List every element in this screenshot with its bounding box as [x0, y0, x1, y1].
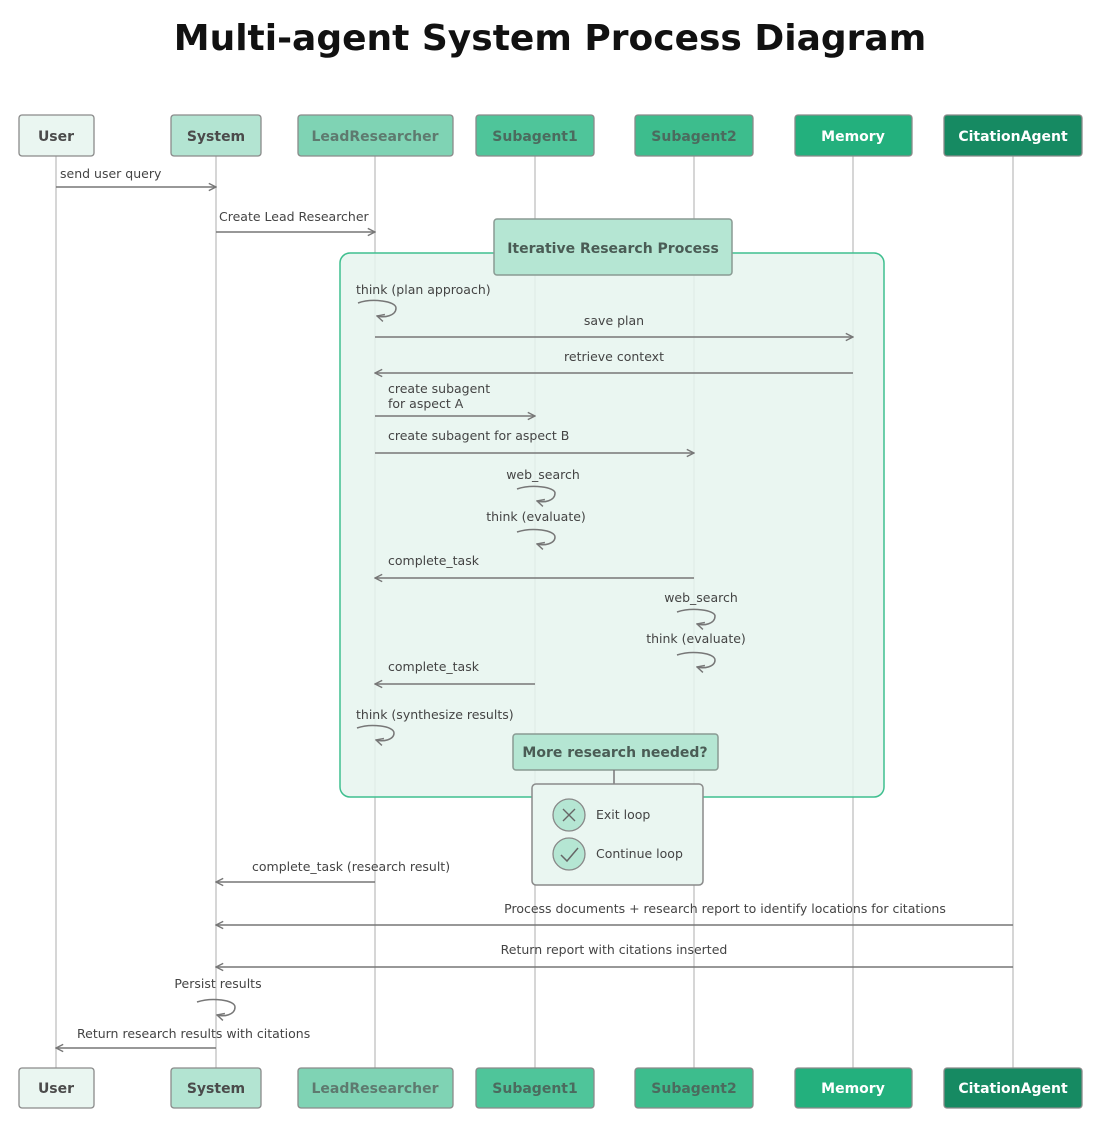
actor-system-top: System [170, 114, 262, 157]
actor-subagent2-top: Subagent2 [634, 114, 754, 157]
actor-label: LeadResearcher [311, 1081, 438, 1097]
message-label: Process documents + research report to i… [504, 901, 946, 916]
actor-label: Memory [821, 1081, 885, 1097]
actor-label: Subagent1 [492, 129, 577, 145]
message-label: think (synthesize results) [356, 707, 514, 722]
message-label: complete_task (research result) [252, 859, 450, 874]
message-label: retrieve context [564, 349, 664, 364]
actor-label: Subagent2 [651, 129, 736, 145]
loop-title-box [493, 218, 733, 276]
message-label: create subagent for aspect B [388, 428, 569, 443]
actor-label: Subagent2 [651, 1081, 736, 1097]
self-message-arrow [516, 528, 556, 545]
exit-loop-label: Exit loop [596, 807, 650, 822]
message-label: Create Lead Researcher [219, 209, 370, 224]
actor-subagent2-bottom: Subagent2 [634, 1067, 754, 1109]
loop-options-panel [531, 783, 704, 886]
actor-label: CitationAgent [958, 1081, 1068, 1097]
message-label: think (plan approach) [356, 282, 491, 297]
actor-lead-researcher-top: LeadResearcher [297, 114, 454, 157]
check-icon [552, 837, 586, 871]
loop-title: Iterative Research Process [507, 241, 719, 257]
self-message-arrow [676, 651, 716, 668]
message-label: Return report with citations inserted [501, 942, 728, 957]
message-label: web_search [506, 467, 580, 482]
decision-label: More research needed? [522, 745, 707, 761]
actor-row-bottom: User System LeadResearcher Subagent1 Sub… [18, 1067, 1083, 1109]
message-label: create subagent [388, 381, 490, 396]
message-label: Persist results [174, 976, 261, 991]
actor-label: User [38, 129, 74, 145]
decision-box [512, 733, 719, 771]
diagram-title: Multi-agent System Process Diagram [174, 18, 926, 59]
message-label: send user query [60, 166, 162, 181]
actor-citation-agent-bottom: CitationAgent [943, 1067, 1083, 1109]
actor-row-top: User System LeadResearcher Subagent1 Sub… [18, 114, 1083, 157]
actor-user-top: User [18, 114, 95, 157]
actor-subagent1-top: Subagent1 [475, 114, 595, 157]
actor-memory-top: Memory [794, 114, 913, 157]
continue-loop-option: Continue loop [552, 837, 683, 871]
self-message-arrow [356, 724, 395, 741]
actor-system-bottom: System [170, 1067, 262, 1109]
message-label: complete_task [388, 553, 480, 568]
actor-label: Memory [821, 129, 885, 145]
actor-citation-agent-top: CitationAgent [943, 114, 1083, 157]
self-message-arrow [196, 998, 236, 1016]
actor-subagent1-bottom: Subagent1 [475, 1067, 595, 1109]
self-message-arrow [516, 485, 556, 501]
actor-lead-researcher-bottom: LeadResearcher [297, 1067, 454, 1109]
message-label: think (evaluate) [646, 631, 746, 646]
message-label: for aspect A [388, 396, 464, 411]
actor-label: CitationAgent [958, 129, 1068, 145]
message-label: Return research results with citations [77, 1026, 310, 1041]
message-label: complete_task [388, 659, 480, 674]
message-label: think (evaluate) [486, 509, 586, 524]
post-loop-messages: complete_task (research result) Process … [56, 859, 1013, 1048]
actor-user-bottom: User [18, 1067, 95, 1109]
actor-label: User [38, 1081, 74, 1097]
actor-label: Subagent1 [492, 1081, 577, 1097]
actor-label: LeadResearcher [311, 129, 438, 145]
actor-label: System [187, 129, 245, 145]
self-message-arrow [357, 299, 397, 317]
actor-memory-bottom: Memory [794, 1067, 913, 1109]
message-label: save plan [584, 313, 644, 328]
messages: send user query Create Lead Researcher t… [56, 166, 853, 741]
self-message-arrow [676, 608, 716, 624]
exit-loop-option: Exit loop [552, 798, 650, 832]
continue-loop-label: Continue loop [596, 846, 683, 861]
message-label: web_search [664, 590, 738, 605]
actor-label: System [187, 1081, 245, 1097]
